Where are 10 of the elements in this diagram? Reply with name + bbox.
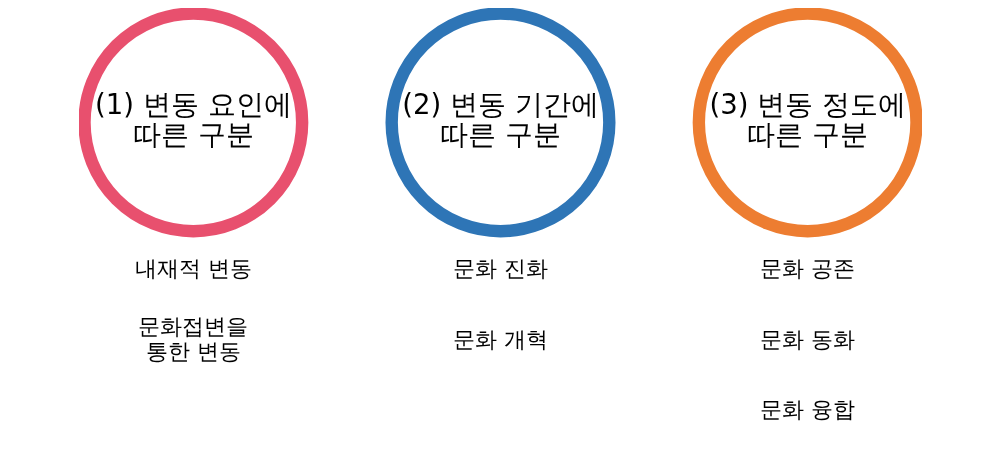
- node-label: 문화 공존: [760, 256, 856, 282]
- node-label: 문화 개혁: [453, 326, 548, 352]
- node-label: 내재적 변동: [134, 256, 252, 282]
- node-label: 문화 동화: [760, 326, 856, 352]
- node-circle: (1) 변동 요인에 따른 구분: [79, 8, 309, 238]
- node-label: 문화접변을 통한 변동: [138, 314, 249, 365]
- node-label: 문화 융합: [760, 396, 856, 422]
- node-label: 문화 진화: [453, 256, 548, 282]
- node-circle: (2) 변동 기간에 따른 구분: [385, 8, 616, 238]
- node-circle: (3) 변동 정도에 따른 구분: [692, 8, 922, 238]
